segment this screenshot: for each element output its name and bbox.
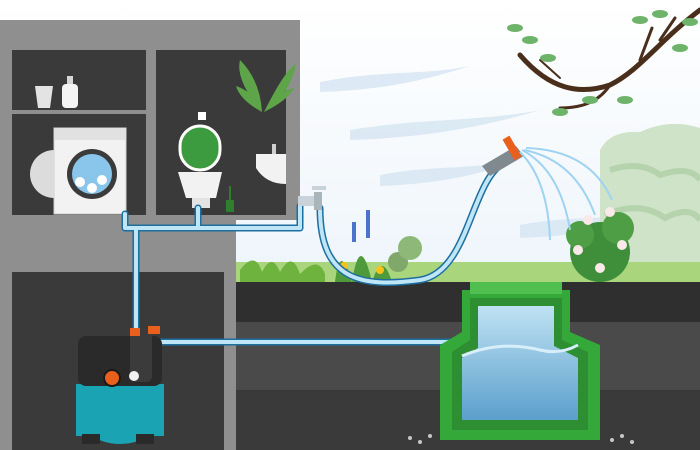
washing-machine-icon [30,127,127,215]
tree-leaves [507,10,698,116]
pump-icon [76,326,164,444]
grass-tufts [240,260,325,285]
water-spray [519,147,613,241]
flush-plate [198,112,206,120]
toilet-brush-icon [226,186,234,212]
pipe-network-fill [123,160,507,344]
rose-bush [566,207,634,282]
nozzle-icon [482,135,524,176]
tank-icon [440,282,600,440]
toilet-icon [178,124,222,208]
sink-icon [256,144,286,184]
plant-icon [236,60,296,112]
gravel [408,434,634,444]
shelf [12,110,146,114]
shelf-items [35,76,78,108]
tap-icon [298,186,326,210]
bathroom [156,50,286,215]
